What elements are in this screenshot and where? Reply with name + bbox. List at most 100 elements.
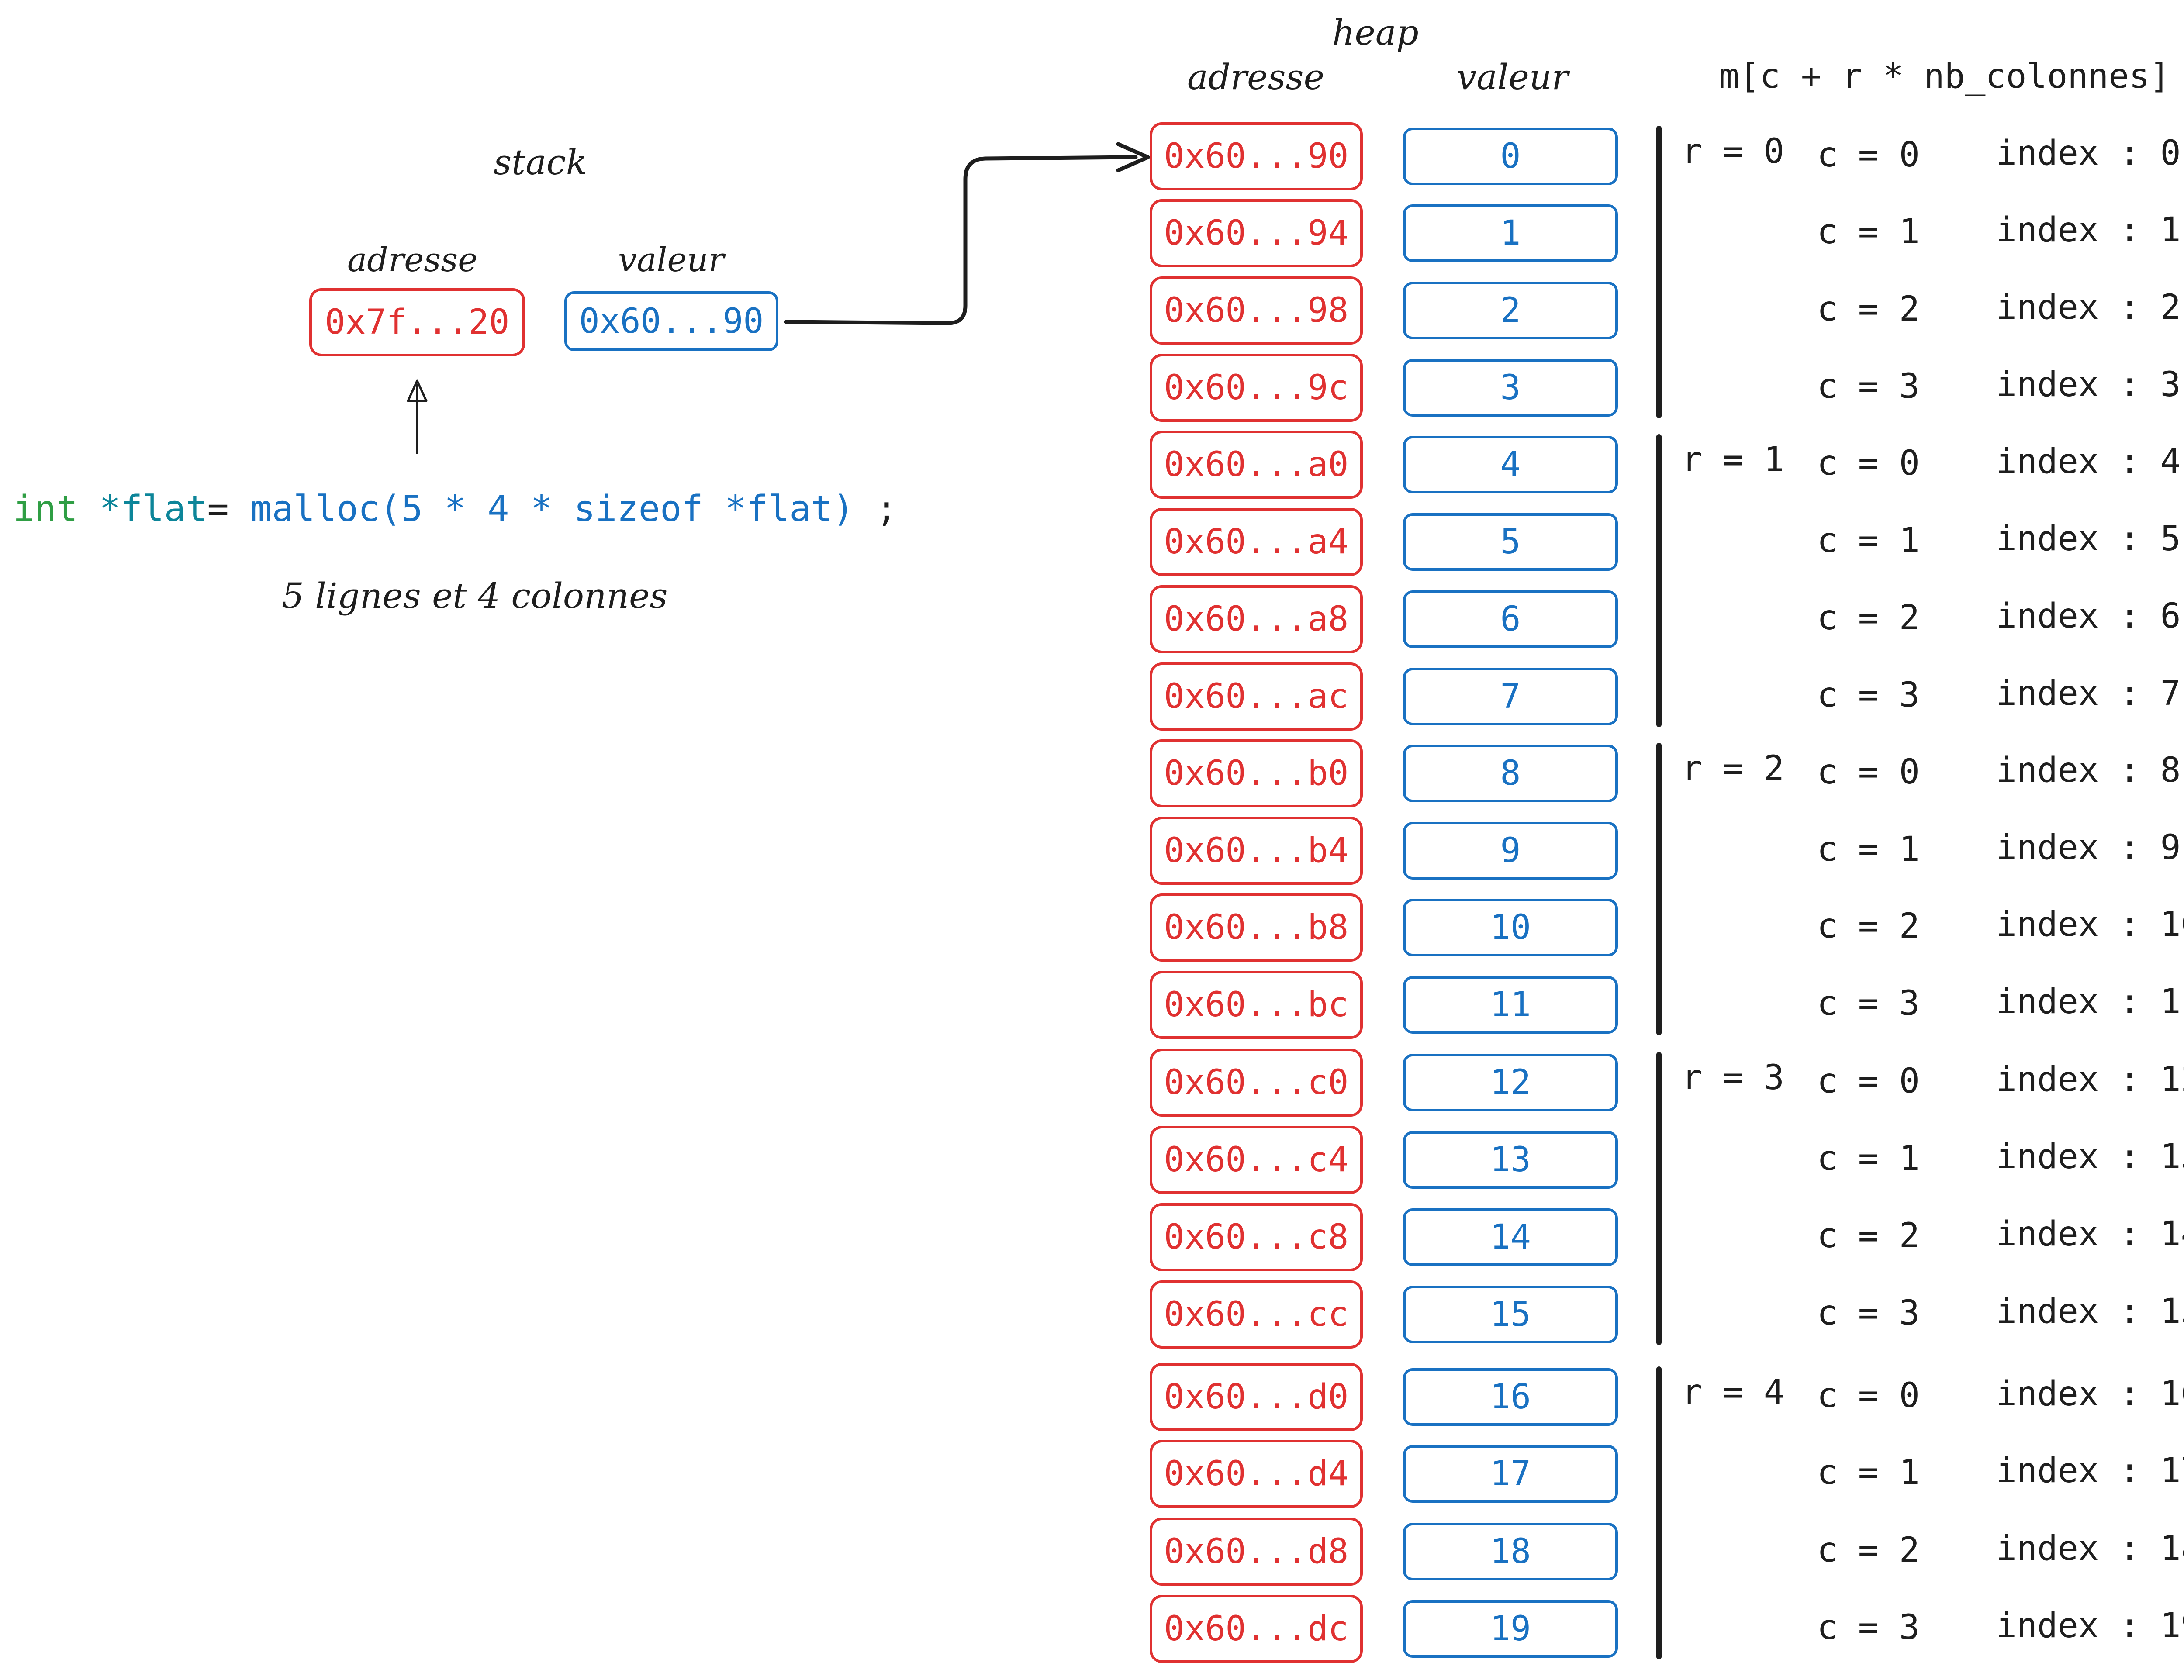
heap-value-cell: 4 [1403,436,1618,493]
heap-value-cell: 12 [1403,1054,1618,1111]
index-label: index : 16 [1996,1374,2184,1414]
heap-address-cell: 0x60...b8 [1150,893,1363,962]
column-label: c = 2 [1817,598,1920,638]
index-label: index : 9 [1996,828,2181,867]
column-label: c = 3 [1817,1294,1920,1333]
caption: 5 lignes et 4 colonnes [282,576,668,616]
row-group-bracket [1656,126,1662,418]
index-label: index : 12 [1996,1060,2184,1099]
heap-address-cell: 0x60...94 [1150,199,1363,267]
index-label: index : 19 [1996,1606,2184,1646]
column-label: c = 2 [1817,1216,1920,1256]
heap-value-cell: 14 [1403,1208,1618,1266]
column-label: c = 0 [1817,135,1920,175]
heap-value-cell: 8 [1403,745,1618,802]
heap-address-cell: 0x60...d4 [1150,1440,1363,1508]
heap-address-cell: 0x60...b0 [1150,739,1363,807]
heap-address-cell: 0x60...bc [1150,971,1363,1039]
index-label: index : 0 [1996,134,2181,173]
heap-address-cell: 0x60...a4 [1150,508,1363,576]
code-to-address-arrowhead [407,379,428,402]
heap-address-cell: 0x60...a0 [1150,431,1363,499]
heap-address-cell: 0x60...cc [1150,1280,1363,1349]
index-label: index : 13 [1996,1137,2184,1176]
heap-value-cell: 19 [1403,1600,1618,1658]
heap-value-cell: 3 [1403,359,1618,417]
code-semicolon: ; [875,488,898,530]
row-label: r = 0 [1682,132,1784,171]
index-label: index : 15 [1996,1292,2184,1331]
heap-address-cell: 0x60...c8 [1150,1203,1363,1271]
row-group-bracket [1656,743,1662,1035]
column-label: c = 3 [1817,1608,1920,1647]
index-label: index : 6 [1996,597,2181,636]
heap-value-cell: 9 [1403,822,1618,880]
heap-value-cell: 7 [1403,668,1618,725]
index-label: index : 5 [1996,519,2181,559]
code-line: int *flat= malloc(5 * 4 * sizeof *flat) … [13,488,897,530]
code-variable: *flat [99,488,207,530]
heap-value-cell: 5 [1403,513,1618,571]
code-keyword: int [13,488,78,530]
index-label: index : 1 [1996,210,2181,250]
column-label: c = 2 [1817,907,1920,946]
column-label: c = 1 [1817,1139,1920,1178]
heap-value-cell: 10 [1403,899,1618,956]
index-label: index : 10 [1996,905,2184,944]
heap-value-cell: 15 [1403,1286,1618,1343]
column-label: c = 2 [1817,290,1920,329]
heap-value-cell: 0 [1403,128,1618,185]
index-label: index : 3 [1996,365,2181,404]
heap-value-cell: 18 [1403,1523,1618,1580]
stack-value-box: 0x60...90 [564,291,778,351]
heap-address-cell: 0x60...b4 [1150,817,1363,885]
stack-address-header: adresse [347,240,478,279]
column-label: c = 1 [1817,521,1920,560]
heap-value-cell: 6 [1403,590,1618,648]
heap-address-cell: 0x60...9c [1150,354,1363,422]
heap-value-cell: 11 [1403,976,1618,1034]
stack-address-box: 0x7f...20 [309,288,525,356]
index-label: index : 18 [1996,1529,2184,1568]
heap-address-cell: 0x60...dc [1150,1595,1363,1663]
code-malloc-call: malloc(5 * 4 * sizeof *flat) [250,488,854,530]
heap-address-header: adresse [1187,57,1324,97]
row-group-bracket [1656,1052,1662,1345]
index-label: index : 14 [1996,1214,2184,1254]
column-label: c = 1 [1817,212,1920,252]
column-label: c = 2 [1817,1531,1920,1570]
row-label: r = 4 [1682,1373,1784,1412]
heap-value-cell: 1 [1403,204,1618,262]
heap-address-cell: 0x60...98 [1150,276,1363,345]
index-label: index : 11 [1996,982,2184,1021]
heap-address-cell: 0x60...c0 [1150,1049,1363,1117]
heap-value-cell: 2 [1403,282,1618,339]
heap-address-cell: 0x60...ac [1150,662,1363,731]
heap-value-cell: 13 [1403,1131,1618,1189]
heap-value-cell: 17 [1403,1445,1618,1503]
index-label: index : 4 [1996,442,2181,481]
column-label: c = 1 [1817,1453,1920,1492]
index-label: index : 2 [1996,288,2181,327]
column-label: c = 3 [1817,676,1920,715]
code-equals: = [207,488,229,530]
column-label: c = 0 [1817,444,1920,483]
pointer-arrow [784,155,1138,325]
row-group-bracket [1656,1366,1662,1659]
stack-title: stack [494,142,587,183]
row-group-bracket [1656,434,1662,727]
heap-address-cell: 0x60...c4 [1150,1126,1363,1194]
row-label: r = 1 [1682,440,1784,480]
index-label: index : 17 [1996,1451,2184,1490]
heap-address-cell: 0x60...a8 [1150,585,1363,653]
column-label: c = 0 [1817,1062,1920,1101]
column-label: c = 0 [1817,752,1920,792]
column-label: c = 3 [1817,367,1920,406]
pointer-arrowhead [1116,142,1150,172]
column-label: c = 1 [1817,830,1920,869]
row-label: r = 2 [1682,749,1784,788]
stack-value-header: valeur [618,240,724,279]
heap-address-cell: 0x60...d8 [1150,1518,1363,1586]
index-label: index : 7 [1996,674,2181,713]
